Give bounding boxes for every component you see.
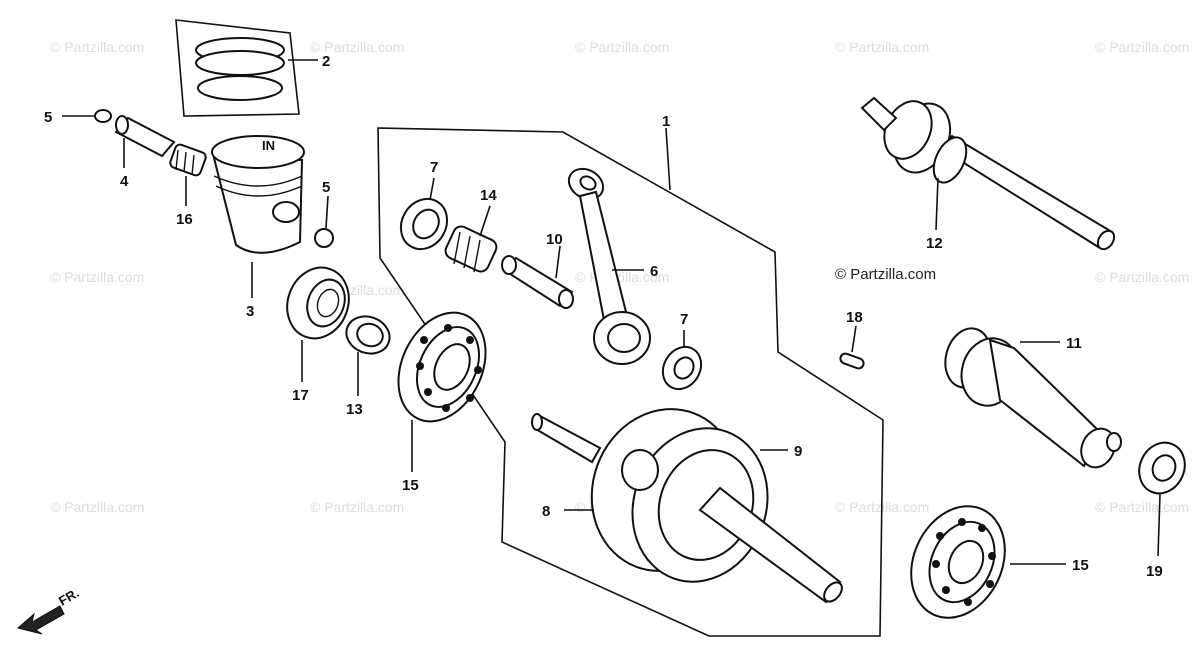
- callout-2: 2: [322, 53, 330, 70]
- center-watermark: © Partzilla.com: [835, 266, 936, 283]
- svg-text:IN: IN: [262, 138, 275, 153]
- callout-4: 4: [120, 173, 129, 190]
- callout-11: 11: [1066, 335, 1082, 352]
- main-bearing: [397, 311, 487, 423]
- leader-lines: [62, 59, 1161, 565]
- piston: IN: [211, 135, 305, 254]
- callout-1: 1: [662, 113, 670, 130]
- callout-12: 12: [926, 235, 943, 252]
- callout-6: 6: [650, 263, 658, 280]
- watermark: © Partzilla.com: [50, 499, 144, 515]
- callout-15b: 15: [1072, 557, 1089, 574]
- starter-spindle: [860, 96, 1116, 251]
- callout-19: 19: [1146, 563, 1163, 580]
- watermark: © Partzilla.com: [1095, 269, 1189, 285]
- balancer-bearing: [1138, 441, 1186, 495]
- callout-16: 16: [176, 211, 193, 228]
- callout-14: 14: [480, 187, 497, 204]
- callout-18: 18: [846, 309, 863, 326]
- callout-9: 9: [794, 443, 802, 460]
- callout-3: 3: [246, 303, 254, 320]
- callout-10: 10: [546, 231, 563, 248]
- thrust-washer: [399, 197, 449, 251]
- callout-13: 13: [346, 401, 363, 418]
- piston-pin: [114, 115, 176, 158]
- callout-8: 8: [542, 503, 550, 520]
- connecting-rod: [567, 167, 651, 365]
- main-bearing: [910, 505, 1006, 619]
- watermark: © Partzilla.com: [50, 39, 144, 55]
- watermark: © Partzilla.com: [1095, 39, 1189, 55]
- front-direction-arrow: FR.: [16, 585, 82, 635]
- small-end-bearing: [169, 143, 207, 177]
- thrust-washer: [661, 345, 703, 391]
- balancer-shaft: [944, 327, 1122, 469]
- piston-rings: [195, 37, 285, 101]
- callout-7b: 7: [680, 311, 688, 328]
- woodruff-key: [839, 352, 865, 370]
- piston-ring-box: [175, 19, 300, 117]
- oil-seal: [286, 266, 350, 340]
- callout-7a: 7: [430, 159, 438, 176]
- crankshaft: [531, 408, 843, 604]
- watermark: © Partzilla.com: [1095, 499, 1189, 515]
- big-end-bearing: [444, 225, 498, 273]
- direction-label: FR.: [56, 585, 82, 608]
- watermark: © Partzilla.com: [575, 39, 669, 55]
- callout-15a: 15: [402, 477, 419, 494]
- watermark: © Partzilla.com: [310, 499, 404, 515]
- callout-labels: 1 2 3 4 5 5 6 7 7 8 9 10 11 12 13 14 15 …: [44, 53, 1163, 580]
- collar: [345, 315, 391, 355]
- piston-pin-clip: [94, 109, 112, 123]
- crank-pin: [501, 255, 574, 309]
- callout-5a: 5: [44, 109, 52, 126]
- callout-5b: 5: [322, 179, 330, 196]
- piston-pin-clip: [314, 228, 334, 248]
- watermark: © Partzilla.com: [835, 39, 929, 55]
- callout-17: 17: [292, 387, 309, 404]
- watermark: © Partzilla.com: [50, 269, 144, 285]
- watermark: © Partzilla.com: [310, 39, 404, 55]
